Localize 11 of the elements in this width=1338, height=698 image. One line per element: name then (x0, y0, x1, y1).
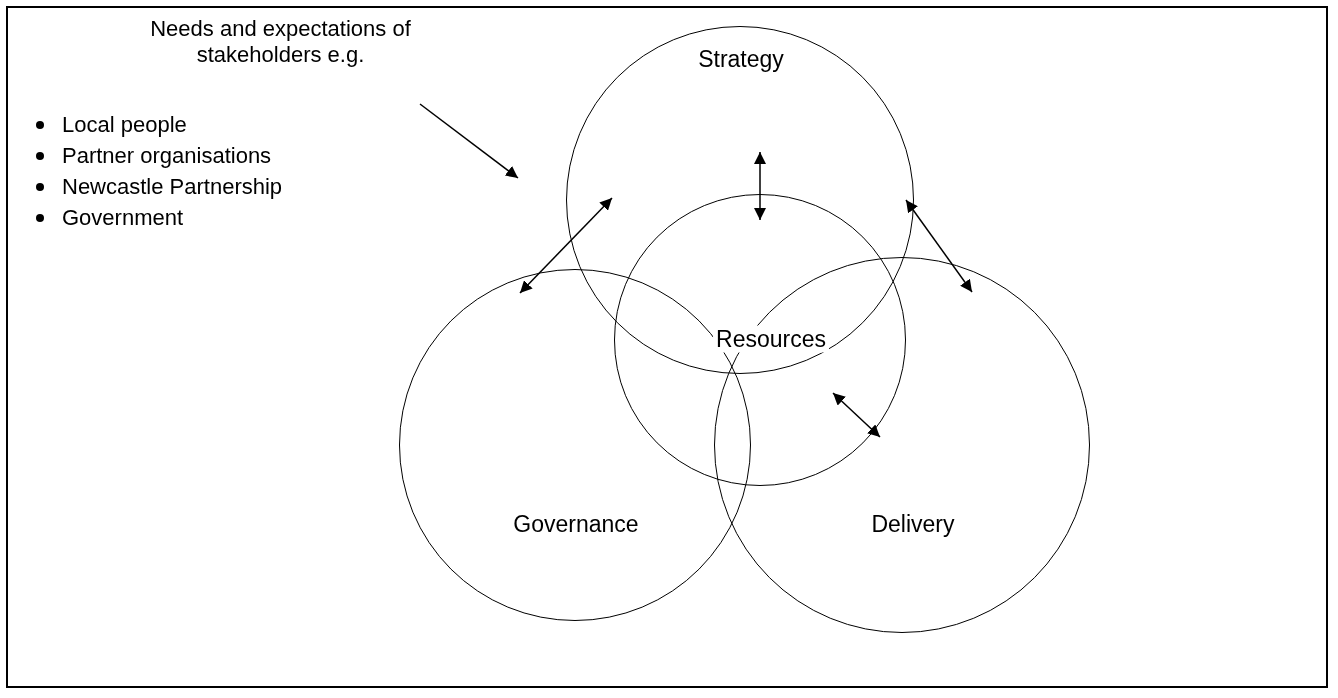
bullet-item: Newcastle Partnership (62, 174, 283, 200)
arrow (419, 103, 519, 179)
arrow (754, 151, 766, 221)
bullet-item: Local people (62, 112, 187, 138)
bullet-item: Partner organisations (62, 143, 272, 169)
heading-text: Needs and expectations of stakeholders e.g. (149, 16, 412, 69)
arrow (832, 392, 881, 438)
bullet-item: Government (62, 205, 184, 231)
arrow (519, 197, 613, 294)
arrow (905, 199, 973, 293)
node-label: Resources (713, 325, 829, 353)
